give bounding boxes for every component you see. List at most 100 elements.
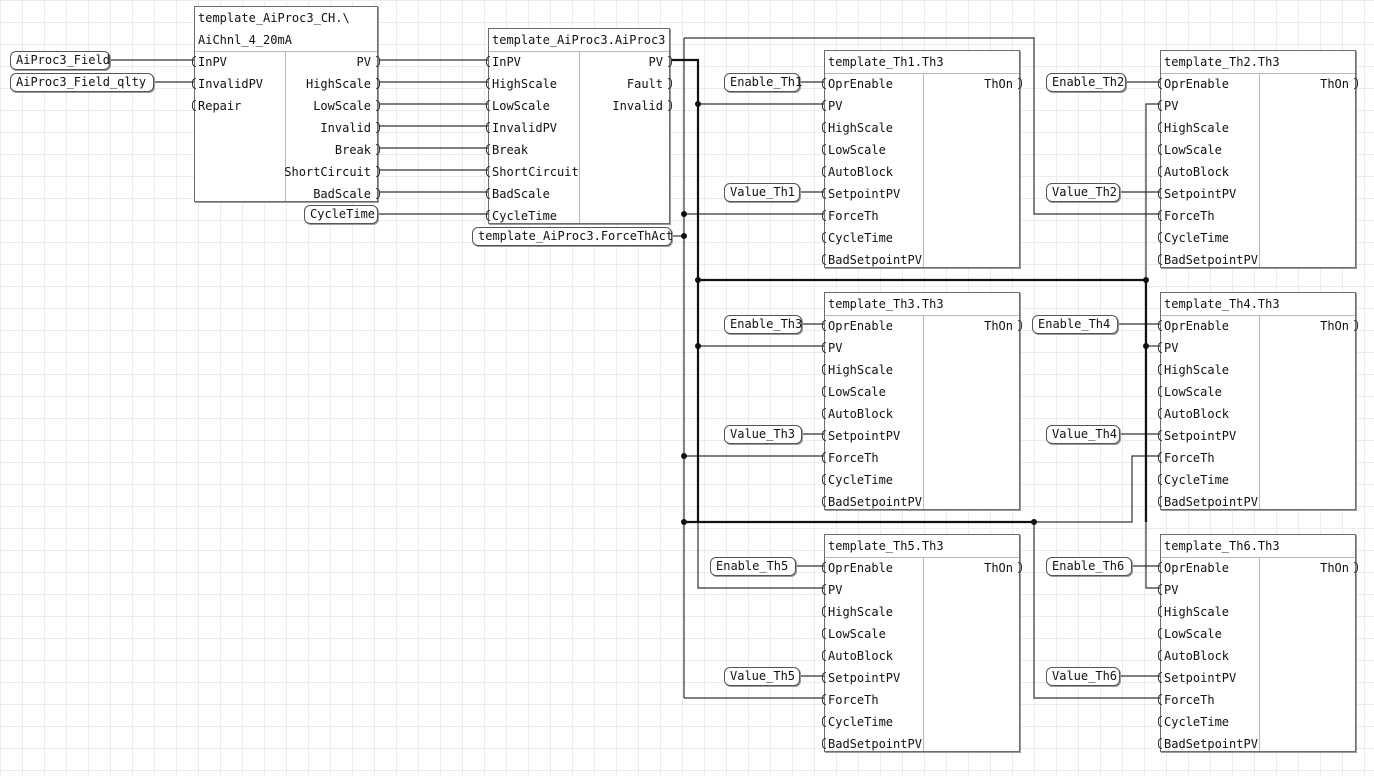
input-pin-opr-enable[interactable]: OprEnable [828, 319, 894, 333]
input-pin-cycle-time[interactable]: CycleTime [1164, 715, 1230, 729]
input-pin-cycle-time[interactable]: CycleTime [1164, 473, 1230, 487]
output-pin-th-on[interactable]: ThOn [1320, 561, 1349, 575]
var-enable-th4[interactable]: Enable_Th4 [1032, 315, 1118, 334]
input-pin-break[interactable]: Break [492, 143, 529, 157]
input-pin-in-pv[interactable]: InPV [492, 55, 521, 69]
input-pin-high-scale[interactable]: HighScale [828, 605, 894, 619]
var-value-th6[interactable]: Value_Th6 [1046, 667, 1120, 686]
input-pin-opr-enable[interactable]: OprEnable [828, 77, 894, 91]
input-pin-low-scale[interactable]: LowScale [492, 99, 550, 113]
var-cycletime[interactable]: CycleTime [304, 205, 378, 224]
input-pin-bad-scale[interactable]: BadScale [492, 187, 550, 201]
input-pin-cycle-time[interactable]: CycleTime [828, 473, 894, 487]
input-pin-high-scale[interactable]: HighScale [492, 77, 558, 91]
var-enable-th6[interactable]: Enable_Th6 [1046, 557, 1132, 576]
output-pin-pv[interactable]: PV [356, 55, 371, 69]
input-pin-setpoint-pv[interactable]: SetpointPV [828, 429, 901, 443]
var-aiproc3-field[interactable]: AiProc3_Field [10, 51, 110, 70]
input-pin-force-th[interactable]: ForceTh [828, 693, 879, 707]
var-aiproc3-field-qlty[interactable]: AiProc3_Field_qlty [10, 73, 154, 92]
input-pin-in-pv[interactable]: InPV [198, 55, 227, 69]
input-pin-force-th[interactable]: ForceTh [1164, 451, 1215, 465]
input-pin-pv[interactable]: PV [828, 341, 843, 355]
output-pin-bad-scale[interactable]: BadScale [313, 187, 371, 201]
input-pin-low-scale[interactable]: LowScale [828, 143, 886, 157]
output-pin-low-scale[interactable]: LowScale [313, 99, 371, 113]
input-pin-setpoint-pv[interactable]: SetpointPV [828, 671, 901, 685]
input-pin-cycle-time[interactable]: CycleTime [828, 231, 894, 245]
input-pin-repair[interactable]: Repair [198, 99, 242, 113]
var-value-th3[interactable]: Value_Th3 [724, 425, 802, 444]
output-pin-pv[interactable]: PV [648, 55, 663, 69]
input-pin-force-th[interactable]: ForceTh [828, 451, 879, 465]
input-pin-bad-setpoint-pv[interactable]: BadSetpointPV [828, 253, 922, 267]
input-pin-pv[interactable]: PV [1164, 583, 1179, 597]
input-pin-auto-block[interactable]: AutoBlock [828, 649, 894, 663]
var-enable-th3[interactable]: Enable_Th3 [724, 315, 802, 334]
input-pin-pv[interactable]: PV [828, 583, 843, 597]
input-pin-bad-setpoint-pv[interactable]: BadSetpointPV [1164, 253, 1258, 267]
output-pin-invalid[interactable]: Invalid [320, 121, 371, 135]
input-pin-bad-setpoint-pv[interactable]: BadSetpointPV [1164, 737, 1258, 751]
input-pin-bad-setpoint-pv[interactable]: BadSetpointPV [828, 495, 922, 509]
output-pin-th-on[interactable]: ThOn [984, 319, 1013, 333]
input-pin-pv[interactable]: PV [1164, 99, 1179, 113]
input-pin-high-scale[interactable]: HighScale [828, 363, 894, 377]
input-pin-invalid-pv[interactable]: InvalidPV [492, 121, 558, 135]
input-pin-cycle-time[interactable]: CycleTime [492, 209, 558, 223]
input-pin-low-scale[interactable]: LowScale [1164, 143, 1222, 157]
input-pin-opr-enable[interactable]: OprEnable [1164, 561, 1230, 575]
output-pin-th-on[interactable]: ThOn [1320, 77, 1349, 91]
output-pin-th-on[interactable]: ThOn [984, 77, 1013, 91]
var-forcethact[interactable]: template_AiProc3.ForceThAct [472, 227, 673, 246]
input-pin-auto-block[interactable]: AutoBlock [828, 165, 894, 179]
var-value-th1[interactable]: Value_Th1 [724, 183, 800, 202]
input-pin-force-th[interactable]: ForceTh [828, 209, 879, 223]
input-pin-setpoint-pv[interactable]: SetpointPV [828, 187, 901, 201]
input-pin-bad-setpoint-pv[interactable]: BadSetpointPV [1164, 495, 1258, 509]
input-pin-force-th[interactable]: ForceTh [1164, 693, 1215, 707]
input-pin-setpoint-pv[interactable]: SetpointPV [1164, 187, 1237, 201]
input-pin-high-scale[interactable]: HighScale [1164, 363, 1230, 377]
output-pin-th-on[interactable]: ThOn [1320, 319, 1349, 333]
input-pin-pv[interactable]: PV [828, 99, 843, 113]
input-pin-auto-block[interactable]: AutoBlock [1164, 407, 1230, 421]
input-pin-low-scale[interactable]: LowScale [828, 627, 886, 641]
input-pin-opr-enable[interactable]: OprEnable [1164, 319, 1230, 333]
output-pin-break[interactable]: Break [334, 143, 371, 157]
input-pin-cycle-time[interactable]: CycleTime [1164, 231, 1230, 245]
input-pin-high-scale[interactable]: HighScale [1164, 605, 1230, 619]
input-pin-opr-enable[interactable]: OprEnable [1164, 77, 1230, 91]
input-pin-force-th[interactable]: ForceTh [1164, 209, 1215, 223]
input-pin-cycle-time[interactable]: CycleTime [828, 715, 894, 729]
var-enable-th2[interactable]: Enable_Th2 [1046, 73, 1126, 92]
input-pin-low-scale[interactable]: LowScale [828, 385, 886, 399]
input-pin-setpoint-pv[interactable]: SetpointPV [1164, 429, 1237, 443]
output-pin-fault[interactable]: Fault [626, 77, 663, 91]
input-pin-auto-block[interactable]: AutoBlock [1164, 165, 1230, 179]
var-value-th5[interactable]: Value_Th5 [724, 667, 800, 686]
var-value-th2[interactable]: Value_Th2 [1046, 183, 1120, 202]
input-pin-pv[interactable]: PV [1164, 341, 1179, 355]
output-pin-short-circuit[interactable]: ShortCircuit [284, 165, 371, 179]
input-pin-bad-setpoint-pv[interactable]: BadSetpointPV [828, 737, 922, 751]
input-pin-auto-block[interactable]: AutoBlock [1164, 649, 1230, 663]
var-enable-th5[interactable]: Enable_Th5 [710, 557, 796, 576]
input-pin-low-scale[interactable]: LowScale [1164, 385, 1222, 399]
output-pin-high-scale[interactable]: HighScale [305, 77, 371, 91]
input-pin-invalid-pv[interactable]: InvalidPV [198, 77, 264, 91]
var-enable-th1[interactable]: Enable_Th1 [724, 73, 802, 92]
var-value-th4[interactable]: Value_Th4 [1046, 425, 1120, 444]
input-pin-high-scale[interactable]: HighScale [828, 121, 894, 135]
input-pin-opr-enable[interactable]: OprEnable [828, 561, 894, 575]
input-pin-auto-block[interactable]: AutoBlock [828, 407, 894, 421]
input-pin-short-circuit[interactable]: ShortCircuit [492, 165, 579, 179]
